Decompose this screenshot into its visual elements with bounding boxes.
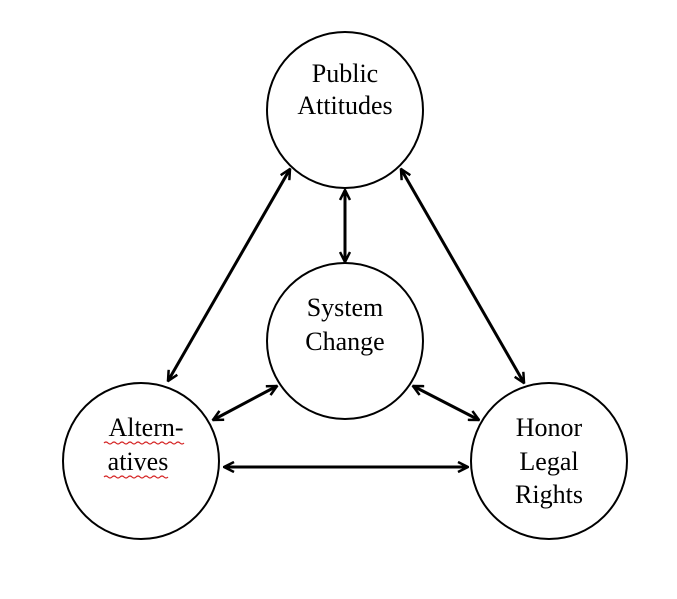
arrow-public-attitudes-honor-legal-rights bbox=[401, 169, 524, 383]
node-label-line: atives bbox=[108, 447, 169, 476]
node-honor-legal-rights: Honor Legal Rights bbox=[470, 382, 628, 540]
arrow-system-change-alternatives bbox=[213, 384, 277, 422]
node-system-change: System Change bbox=[266, 262, 424, 420]
node-label-line: Altern- bbox=[108, 413, 183, 442]
node-circle bbox=[62, 382, 220, 540]
node-label-line: Change bbox=[305, 327, 384, 356]
node-label-line: System bbox=[307, 293, 384, 322]
node-label-line: Attitudes bbox=[297, 91, 392, 120]
node-public-attitudes: Public Attitudes bbox=[266, 31, 424, 189]
spellcheck-underline bbox=[103, 441, 185, 445]
node-label-line: Legal bbox=[519, 447, 578, 476]
node-label-line: Honor bbox=[516, 413, 583, 442]
node-circle bbox=[470, 382, 628, 540]
node-label-line: Public bbox=[312, 59, 378, 88]
node-alternatives: Altern- atives bbox=[62, 382, 220, 540]
node-circle bbox=[266, 262, 424, 420]
arrow-public-attitudes-alternatives bbox=[168, 169, 290, 381]
connector-arrows bbox=[168, 169, 524, 467]
node-circle bbox=[266, 31, 424, 189]
spellcheck-underline bbox=[103, 475, 169, 479]
node-label-line: Rights bbox=[515, 480, 583, 509]
arrow-system-change-honor-legal-rights bbox=[413, 384, 479, 422]
